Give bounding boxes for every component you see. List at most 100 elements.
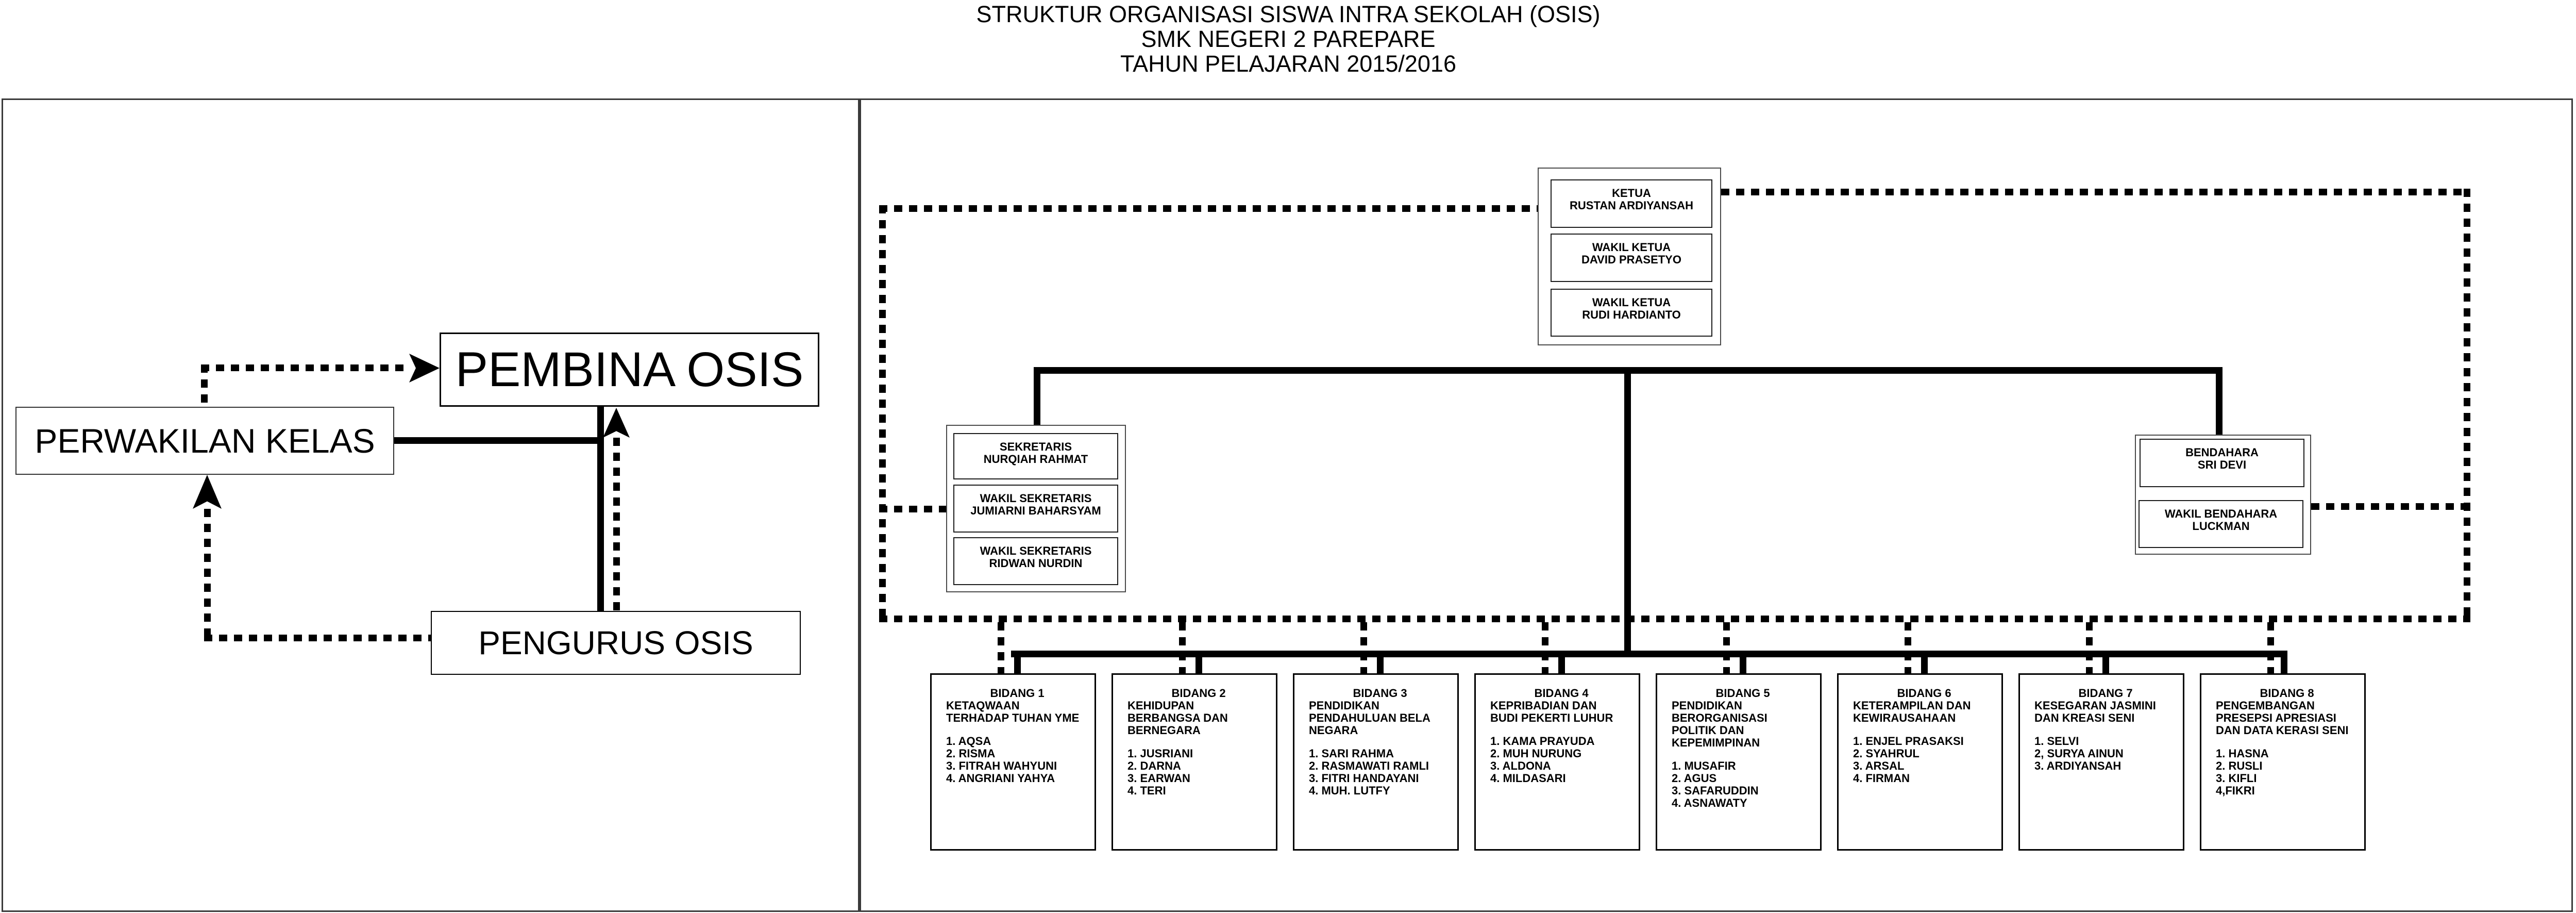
dotted-drop-bidang-1 <box>998 622 1004 673</box>
bidang-8-member: 3. KIFLI <box>2216 772 2257 785</box>
dotted-loop-top-left <box>879 205 1538 212</box>
bidang-7-member: 3. ARDIYANSAH <box>2034 759 2122 772</box>
dotted-drop-bidang-5 <box>1723 622 1730 673</box>
pembina-osis-label: PEMBINA OSIS <box>455 342 804 397</box>
wakil-ketua-2-box: WAKIL KETUA RUDI HARDIANTO <box>1551 289 1712 337</box>
drop-to-bendahara <box>2216 374 2223 435</box>
bidang-5-desc-line: PENDIDIKAN <box>1672 699 1742 712</box>
bidang-8-member: 4,FIKRI <box>2216 784 2255 797</box>
bidang-2-box: BIDANG 2 KEHIDUPAN BERBANGSA DAN BERNEGA… <box>1112 673 1277 851</box>
bidang-8-desc-line: PENGEMBANGAN <box>2216 699 2315 712</box>
left-panel <box>2 98 860 912</box>
bidang-3-member: 1. SARI RAHMA <box>1309 747 1394 760</box>
wakil-bendahara-name: LUCKMAN <box>2192 520 2250 533</box>
bidang-2-desc-line: BERBANGSA DAN <box>1127 711 1228 724</box>
dotted-stub-bendahara <box>2311 503 2464 510</box>
bendahara-name: SRI DEVI <box>2197 458 2247 471</box>
bidang-2-title: BIDANG 2 <box>1171 687 1226 700</box>
connector-perwakilan-to-pembina-vertical <box>201 364 208 407</box>
dotted-drop-bidang-6 <box>1905 622 1911 673</box>
bidang-2-member: 3. EARWAN <box>1127 772 1190 785</box>
bidang-3-box: BIDANG 3 PENDIDIKAN PENDAHULUAN BELA NEG… <box>1293 673 1459 851</box>
bidang-6-member: 3. ARSAL <box>1853 759 1905 772</box>
bidang-6-title: BIDANG 6 <box>1897 687 1951 700</box>
bidang-8-desc-line: DAN DATA KERASI SENI <box>2216 724 2349 737</box>
solid-drop-bidang-1 <box>1014 651 1021 673</box>
bendahara-role: BENDAHARA <box>2185 446 2259 459</box>
solid-drop-bidang-8 <box>2281 651 2287 673</box>
bidang-1-member: 2. RISMA <box>946 747 996 760</box>
perwakilan-kelas-box: PERWAKILAN KELAS <box>15 407 394 475</box>
wakil-bendahara-role: WAKIL BENDAHARA <box>2164 507 2278 520</box>
wakil-ketua-2-name: RUDI HARDIANTO <box>1582 308 1681 321</box>
bidang-7-member: 2, SURYA AINUN <box>2034 747 2124 760</box>
bidang-2-desc-line: BERNEGARA <box>1127 724 1201 737</box>
bidang-4-member: 3. ALDONA <box>1490 759 1551 772</box>
bidang-7-box: BIDANG 7 KESEGARAN JASMINI DAN KREASI SE… <box>2018 673 2184 851</box>
ketua-role: KETUA <box>1612 187 1651 200</box>
bidang-6-member: 1. ENJEL PRASAKSI <box>1853 735 1964 748</box>
bidang-1-box: BIDANG 1 KETAQWAAN TERHADAP TUHAN YME 1.… <box>930 673 1096 851</box>
ketua-box: KETUA RUSTAN ARDIYANSAH <box>1551 179 1712 228</box>
perwakilan-kelas-label: PERWAKILAN KELAS <box>35 422 375 460</box>
bidang-4-member: 2. MUH NURUNG <box>1490 747 1582 760</box>
solid-drop-bidang-3 <box>1377 651 1384 673</box>
connector-pengurus-to-perwakilan-vertical <box>204 509 211 641</box>
sekretaris-box: SEKRETARIS NURQIAH RAHMAT <box>953 433 1118 479</box>
bidang-1-member: 3. FITRAH WAHYUNI <box>946 759 1057 772</box>
bidang-4-member: 4. MILDASARI <box>1490 772 1566 785</box>
wakil-ketua-1-box: WAKIL KETUA DAVID PRASETYO <box>1551 234 1712 282</box>
bendahara-box: BENDAHARA SRI DEVI <box>2140 439 2304 487</box>
bidang-1-desc-line: KETAQWAAN <box>946 699 1020 712</box>
bidang-7-title: BIDANG 7 <box>2078 687 2133 700</box>
solid-drop-bidang-4 <box>1558 651 1565 673</box>
bidang-2-member: 4. TERI <box>1127 784 1166 797</box>
bidang-7-member: 1. SELVI <box>2034 735 2079 748</box>
bidang-7-desc-line: KESEGARAN JASMINI <box>2034 699 2156 712</box>
bidang-5-title: BIDANG 5 <box>1715 687 1770 700</box>
bidang-4-desc-line: KEPRIBADIAN DAN <box>1490 699 1597 712</box>
solid-drop-bidang-2 <box>1196 651 1202 673</box>
bidang-3-desc-line: NEGARA <box>1309 724 1358 737</box>
dotted-coordination-bus <box>879 616 2470 622</box>
drop-to-sekretaris <box>1034 374 1040 425</box>
dotted-drop-bidang-4 <box>1542 622 1548 673</box>
bidang-1-title: BIDANG 1 <box>990 687 1045 700</box>
title-line-2: SMK NEGERI 2 PAREPARE <box>1141 26 1436 52</box>
dotted-drop-bidang-3 <box>1360 622 1367 673</box>
bidang-2-desc-line: KEHIDUPAN <box>1127 699 1194 712</box>
connector-pengurus-to-pembina-solid-vertical <box>597 407 604 611</box>
bidang-1-desc-line: TERHADAP TUHAN YME <box>946 711 1080 724</box>
wakil-sekretaris-1-name: JUMIARNI BAHARSYAM <box>970 504 1101 517</box>
dotted-loop-left-vertical <box>879 205 886 622</box>
solid-bidang-bus <box>1011 651 2287 657</box>
bidang-3-member: 3. FITRI HANDAYANI <box>1309 772 1419 785</box>
connector-pengurus-to-pembina-dotted-vertical <box>613 438 620 611</box>
pengurus-osis-box: PENGURUS OSIS <box>431 611 801 675</box>
dotted-drop-bidang-2 <box>1179 622 1186 673</box>
connector-perwakilan-to-pembina-horizontal <box>201 364 409 371</box>
bidang-5-member: 4. ASNAWATY <box>1672 796 1747 809</box>
connector-perwakilan-to-pengurus-horizontal <box>394 437 604 444</box>
bidang-4-member: 1. KAMA PRAYUDA <box>1490 735 1595 748</box>
bidang-5-desc-line: KEPEMIMPINAN <box>1672 736 1760 749</box>
bidang-5-member: 3. SAFARUDDIN <box>1672 784 1759 797</box>
wakil-ketua-1-name: DAVID PRASETYO <box>1581 253 1681 266</box>
pembina-osis-box: PEMBINA OSIS <box>440 333 819 407</box>
sekretaris-role: SEKRETARIS <box>999 440 1072 453</box>
bidang-6-member: 2. SYAHRUL <box>1853 747 1920 760</box>
wakil-sekretaris-2-name: RIDWAN NURDIN <box>989 557 1083 570</box>
bidang-6-member: 4. FIRMAN <box>1853 772 1910 785</box>
bidang-5-desc-line: POLITIK DAN <box>1672 724 1744 737</box>
wakil-sekretaris-1-box: WAKIL SEKRETARIS JUMIARNI BAHARSYAM <box>953 485 1118 533</box>
bidang-8-member: 1. HASNA <box>2216 747 2269 760</box>
dotted-drop-bidang-7 <box>2086 622 2093 673</box>
bidang-6-box: BIDANG 6 KETERAMPILAN DAN KEWIRAUSAHAAN … <box>1837 673 2003 851</box>
bidang-7-desc-line: DAN KREASI SENI <box>2034 711 2135 724</box>
bidang-5-box: BIDANG 5 PENDIDIKAN BERORGANISASI POLITI… <box>1656 673 1822 851</box>
wakil-ketua-2-role: WAKIL KETUA <box>1592 296 1671 309</box>
ketua-name: RUSTAN ARDIYANSAH <box>1570 199 1693 212</box>
bidang-8-title: BIDANG 8 <box>2260 687 2314 700</box>
bidang-1-member: 4. ANGRIANI YAHYA <box>946 772 1055 785</box>
